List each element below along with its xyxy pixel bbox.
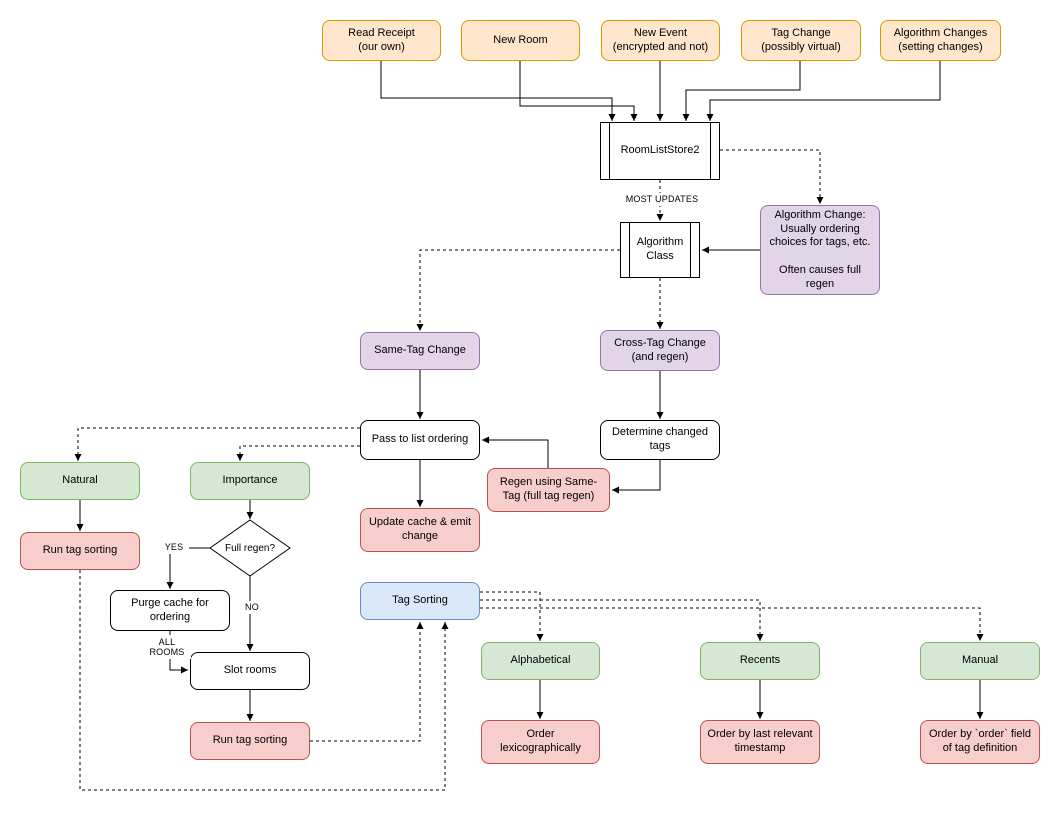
node-same-tag-change: Same-Tag Change <box>360 332 480 370</box>
node-regen-using-same-tag: Regen using Same- Tag (full tag regen) <box>487 468 610 512</box>
node-run-tag-sorting-1: Run tag sorting <box>20 532 140 570</box>
node-update-cache-emit-change: Update cache & emit change <box>360 508 480 552</box>
edge-tag-change-to-store <box>682 61 801 121</box>
edge-regen-to-pass <box>482 436 549 468</box>
edge-pass-to-importance <box>236 445 360 461</box>
node-read-receipt: Read Receipt (our own) <box>322 20 441 61</box>
node-purge-cache: Purge cache for ordering <box>110 590 230 631</box>
edge-tag-sorting-to-recents <box>480 599 764 641</box>
edge-algorithm-changes-to-store <box>706 61 941 121</box>
node-tag-change: Tag Change (possibly virtual) <box>741 20 861 61</box>
node-algorithm-changes: Algorithm Changes (setting changes) <box>880 20 1001 61</box>
edge-new-room-to-store <box>519 61 638 121</box>
edge-tag-sorting-to-manual <box>480 607 984 641</box>
edge-label-all-rooms: ALL ROOMS <box>143 635 191 659</box>
node-slot-rooms: Slot rooms <box>190 652 310 690</box>
node-algorithm-class: Algorithm Class <box>620 222 700 278</box>
node-alphabetical: Alphabetical <box>481 642 600 680</box>
node-cross-tag-change: Cross-Tag Change (and regen) <box>600 330 720 371</box>
node-new-room: New Room <box>461 20 580 61</box>
node-determine-changed-tags: Determine changed tags <box>600 420 720 460</box>
edge-full-regen-yes-to-purge <box>166 547 210 589</box>
node-algorithm-change-note: Algorithm Change: Usually ordering choic… <box>760 205 880 295</box>
edge-pass-to-natural <box>74 427 360 461</box>
edge-run-tag-sorting1-to-tag-sorting <box>79 570 449 791</box>
node-natural: Natural <box>20 462 140 500</box>
node-tag-sorting: Tag Sorting <box>360 582 480 620</box>
edge-determine-to-regen <box>612 460 661 494</box>
edge-label-most-updates: MOST UPDATES <box>606 193 718 206</box>
edge-store-to-note <box>720 149 824 204</box>
node-room-list-store2: RoomListStore2 <box>600 122 720 180</box>
node-full-regen-diamond <box>209 519 291 577</box>
edge-read-receipt-to-store <box>380 61 616 121</box>
edge-algorithm-class-to-same-tag <box>416 249 620 331</box>
edge-label-yes: YES <box>159 541 189 554</box>
node-run-tag-sorting-2: Run tag sorting <box>190 722 310 760</box>
edge-label-no: NO <box>240 601 264 614</box>
node-new-event: New Event (encrypted and not) <box>601 20 720 61</box>
node-order-by-timestamp: Order by last relevant timestamp <box>700 720 820 764</box>
node-recents: Recents <box>700 642 820 680</box>
edge-run-tag-sorting2-to-tag-sorting <box>310 622 424 742</box>
node-importance: Importance <box>190 462 310 500</box>
node-order-lexicographically: Order lexicographically <box>481 720 600 764</box>
node-pass-to-list-ordering: Pass to list ordering <box>360 420 480 460</box>
node-manual: Manual <box>920 642 1040 680</box>
edge-tag-sorting-to-alphabetical <box>480 591 544 641</box>
node-order-by-order-field: Order by `order` field of tag definition <box>920 720 1040 764</box>
node-full-regen-label: Full regen? <box>224 542 276 554</box>
